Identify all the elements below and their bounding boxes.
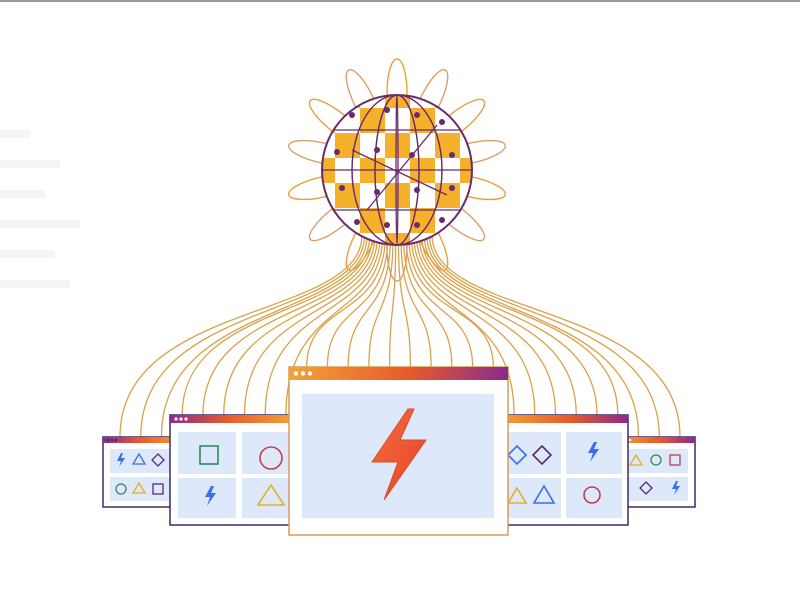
triangle-icon (131, 481, 147, 494)
triangle-icon (256, 483, 286, 506)
triangle-icon (506, 486, 528, 504)
connection-lines (119, 234, 681, 438)
triangle-icon (532, 484, 556, 504)
app-window-far-right (616, 436, 696, 508)
circle-icon (259, 446, 283, 470)
circle-icon (115, 483, 127, 495)
bolt-icon (672, 481, 680, 495)
square-icon (669, 454, 681, 466)
bolt-icon (588, 442, 599, 462)
diamond-icon (639, 481, 653, 495)
triangle-icon (131, 452, 147, 465)
bolt-icon (205, 486, 216, 506)
square-icon (152, 483, 164, 495)
bolt-icon (371, 408, 427, 501)
triangle-icon (628, 453, 644, 466)
circle-icon (650, 454, 662, 466)
circle-icon (583, 486, 601, 504)
diamond-icon (531, 444, 553, 466)
bolt-icon (117, 453, 125, 467)
app-window-mid-left (169, 414, 300, 526)
diamond-icon (506, 444, 528, 466)
app-window-center (288, 366, 509, 536)
faded-background-bars (0, 130, 80, 288)
app-window-mid-right (499, 414, 629, 526)
square-icon (199, 445, 219, 465)
diamond-icon (151, 453, 165, 467)
